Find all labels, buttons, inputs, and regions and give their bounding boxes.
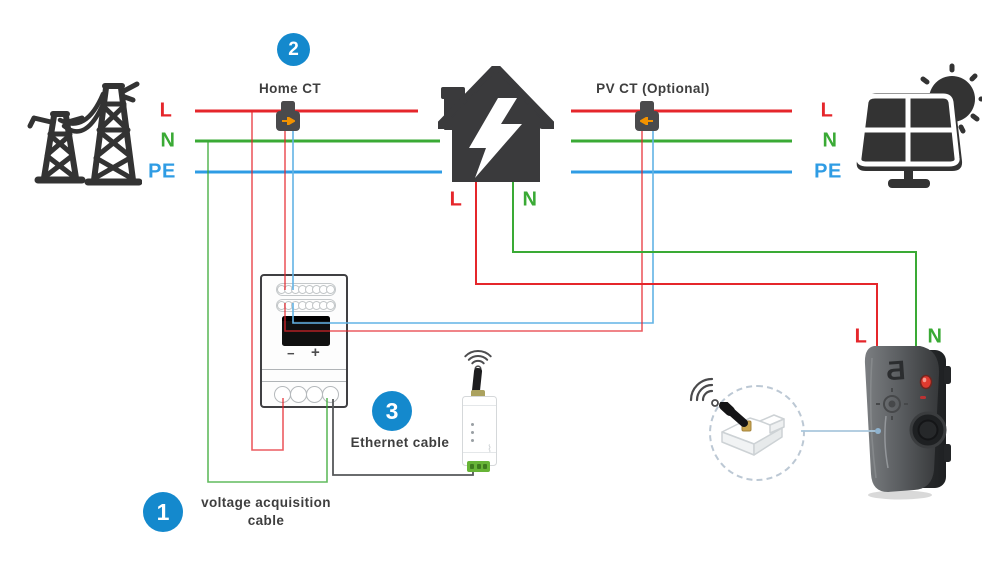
badge-3: 3: [372, 391, 412, 431]
label-n-left: N: [160, 129, 176, 152]
meter-plus: +: [311, 344, 320, 361]
meter-minus: −: [287, 346, 295, 361]
label-l-house: L: [449, 188, 463, 211]
label-pe-left: PE: [148, 160, 176, 183]
badge-2-number: 2: [288, 38, 299, 60]
label-n-right: N: [822, 129, 838, 152]
house-energy-icon: [438, 66, 554, 182]
charger-red-button: [919, 374, 933, 390]
meter-display: [282, 316, 330, 346]
voltage-caption: voltage acquisition cable: [201, 495, 331, 528]
wire-charger-n: [512, 182, 917, 346]
home-ct-body: [276, 111, 300, 131]
label-n-house: N: [522, 188, 538, 211]
meter-divider-2: [262, 381, 346, 382]
home-ct-caption: Home CT: [258, 81, 322, 96]
meter-divider-1: [262, 369, 346, 370]
label-l-right: L: [820, 99, 834, 122]
wifi-waves-icon: [689, 377, 719, 407]
home-ct-clamp: [276, 101, 300, 131]
meter-terminal-row-2: [276, 299, 336, 312]
label-l-left: L: [159, 99, 173, 122]
pv-ct-arrow-icon: [640, 117, 653, 125]
transmission-tower-icon: [27, 81, 142, 186]
pv-ct-caption: PV CT (Optional): [596, 81, 710, 96]
pv-ct-clamp: [635, 101, 659, 131]
svg-text:Ƌ: Ƌ: [885, 355, 906, 386]
meter-terminal-row-1: [276, 283, 336, 296]
module-green-terminal: [467, 461, 490, 472]
solar-panel-icon: [856, 63, 982, 188]
wifi-din-module: ⌇: [462, 396, 497, 472]
badge-2: 2: [277, 33, 310, 66]
badge-1: 1: [143, 492, 183, 532]
antenna-base: [471, 390, 485, 398]
label-l-charger: L: [854, 325, 868, 348]
badge-3-number: 3: [385, 397, 399, 424]
label-n-charger: N: [927, 325, 943, 348]
ethernet-caption: Ethernet cable: [350, 435, 450, 450]
badge-1-number: 1: [156, 498, 170, 525]
energy-meter: − +: [260, 274, 348, 408]
meter-bottom-terminals: [274, 386, 339, 403]
pv-ct-body: [635, 111, 659, 131]
module-logo-mark: ⌇: [487, 444, 492, 455]
home-ct-arrow-icon: [282, 117, 295, 125]
charger-emblem: [876, 388, 908, 420]
wifi-antenna-dongle-icon: [719, 402, 785, 456]
label-pe-right: PE: [814, 160, 842, 183]
wifi-zoom-circle: [709, 385, 805, 481]
ev-charger-icon: Ƌ: [864, 346, 951, 500]
